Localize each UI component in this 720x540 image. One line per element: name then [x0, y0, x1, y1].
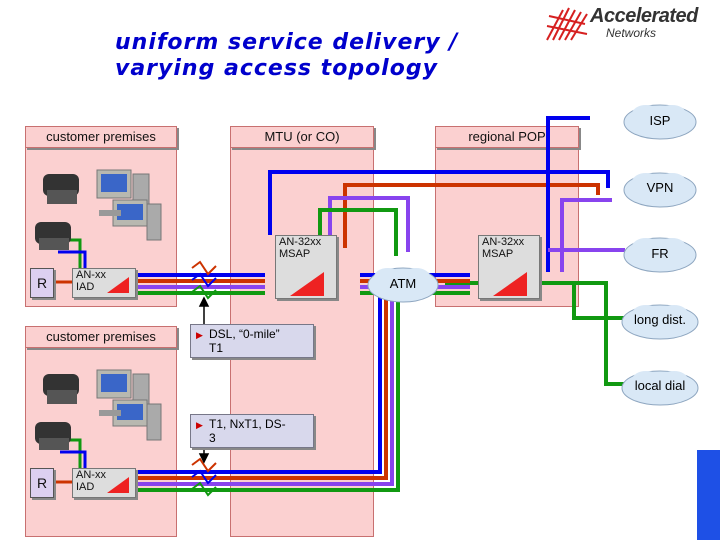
msap-pop-label-1: AN-32xx — [482, 236, 525, 248]
title-line-1: uniform service delivery / — [115, 30, 459, 55]
msap-mtu-device: AN-32xx MSAP — [275, 235, 337, 299]
vpn-link-red — [343, 183, 600, 248]
local-dial-cloud-label: local dial — [634, 378, 686, 393]
cpe-top-equipment-icon — [35, 169, 162, 250]
customer-premises-top-label: customer premises — [25, 126, 177, 148]
dsl-link-label-2: T1 — [209, 341, 224, 355]
vpn-link-purple — [560, 198, 612, 272]
msap-pop-device: AN-32xx MSAP — [478, 235, 540, 299]
dsl-link-label-1: DSL, “0-mile” — [209, 327, 280, 341]
fr-cloud-label: FR — [651, 246, 669, 261]
iad-top-device: AN-xx IAD — [72, 268, 136, 298]
long-dist-cloud-icon — [621, 304, 699, 340]
atm-cloud-label: ATM — [389, 276, 417, 291]
t1-link-label-1: T1, NxT1, DS- — [209, 417, 286, 431]
iad-bottom-label-1: AN-xx — [76, 469, 106, 481]
fr-cloud-icon — [623, 237, 697, 273]
page-title: uniform service delivery / varying acces… — [115, 30, 458, 82]
long-dist-cloud-label: long dist. — [633, 312, 687, 327]
router-bottom: R — [30, 468, 54, 498]
mtu-label: MTU (or CO) — [230, 126, 374, 148]
dsl-link-bubble: DSL, “0-mile” T1 — [190, 324, 314, 358]
computer-icon — [96, 369, 162, 441]
logo-subtitle: Networks — [606, 26, 657, 40]
accelerated-networks-logo-icon — [546, 7, 588, 41]
logo-wordmark: Accelerated — [590, 5, 698, 27]
decorative-blue-bar — [697, 450, 720, 540]
mtu-purple-uplink — [328, 196, 410, 252]
vpn-link-blue — [268, 170, 610, 235]
customer-premises-bottom-label: customer premises — [25, 326, 177, 348]
cpe-bottom-equipment-icon — [35, 369, 162, 450]
computer-icon — [96, 169, 162, 241]
iad-bottom-label-2: IAD — [76, 481, 95, 493]
msap-mtu-label-1: AN-32xx — [279, 236, 322, 248]
isp-link — [546, 116, 590, 272]
isp-cloud-label: ISP — [649, 113, 671, 128]
iad-top-label-1: AN-xx — [76, 269, 106, 281]
regional-pop-label: regional POP — [435, 126, 579, 148]
long-dist-link — [572, 285, 625, 320]
iad-top-label-2: IAD — [76, 281, 95, 293]
router-top: R — [30, 268, 54, 298]
iad-bottom-wedge-icon — [107, 477, 129, 493]
atm-cloud-icon — [367, 267, 439, 303]
phone-icon — [35, 374, 79, 450]
t1-link-label-2: 3 — [209, 431, 216, 445]
msap-mtu-wedge-icon — [290, 272, 324, 296]
phone-icon — [35, 174, 79, 250]
isp-cloud-icon — [623, 104, 697, 140]
vpn-cloud-label: VPN — [646, 180, 674, 195]
msap-mtu-label-2: MSAP — [279, 248, 311, 260]
local-dial-cloud-icon — [621, 370, 699, 406]
vpn-cloud-icon — [623, 172, 697, 208]
title-line-2: varying access topology — [115, 56, 438, 81]
msap-pop-label-2: MSAP — [482, 248, 514, 260]
t1-link-bubble: T1, NxT1, DS- 3 — [190, 414, 314, 448]
mtu-green-uplink — [318, 208, 398, 256]
msap-pop-wedge-icon — [493, 272, 527, 296]
iad-top-wedge-icon — [107, 277, 129, 293]
iad-bottom-device: AN-xx IAD — [72, 468, 136, 498]
